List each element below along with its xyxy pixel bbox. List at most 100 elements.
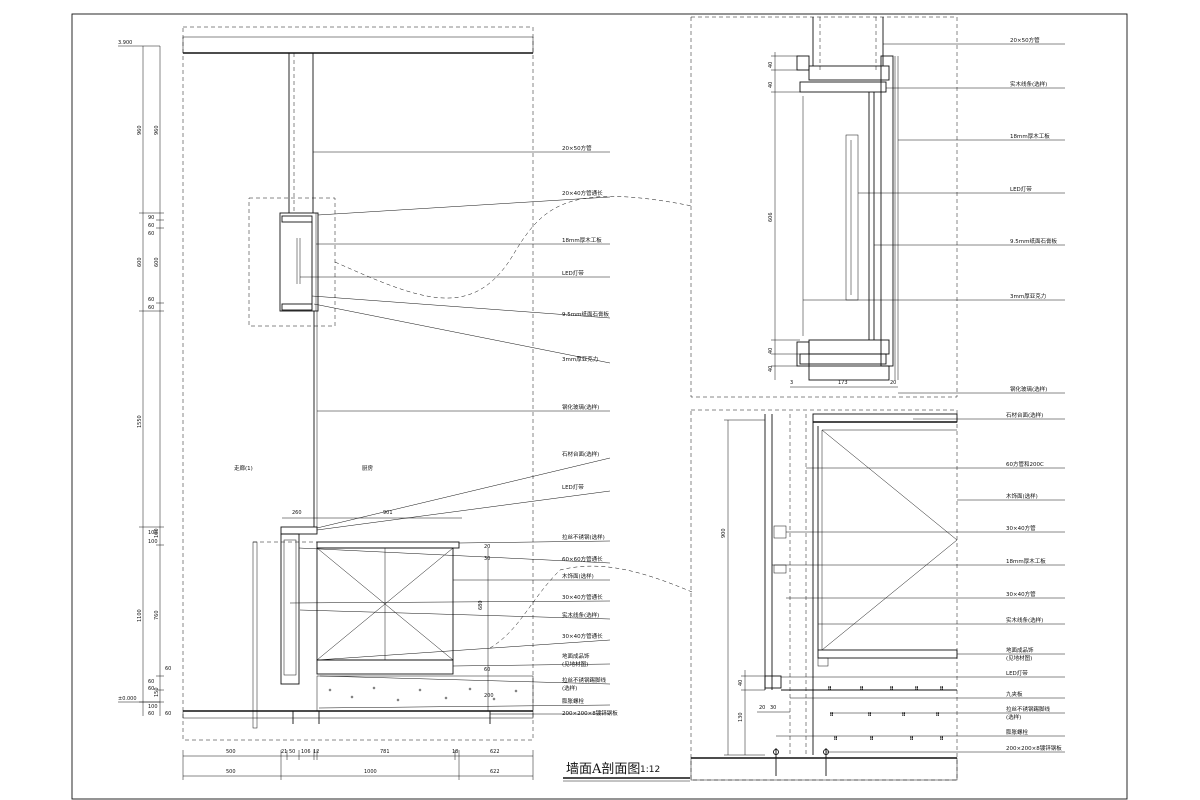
dim-200: 200 (484, 693, 494, 699)
ceiling-slab (182, 36, 534, 54)
dim-bottom2-1000: 1000 (364, 769, 377, 775)
label-db-4: 18mm厚木工板 (1006, 557, 1046, 565)
label-main-1: 20×40方管通长 (562, 189, 603, 197)
drawing-title: 墙面A剖面图 (566, 762, 640, 777)
dim-left-1550: 1550 (137, 415, 143, 428)
detail-top-leaders (803, 43, 1065, 394)
svg-text:⁝⁝: ⁝⁝ (936, 712, 940, 718)
dim-inner-100: 100 (154, 528, 160, 538)
drawing-scale: 1:12 (640, 765, 660, 775)
db-dim-20: 20 (759, 705, 765, 711)
dt-dim-40a: 40 (768, 62, 774, 68)
svg-text:⁝⁝: ⁝⁝ (890, 686, 894, 692)
dim-901: 901 (383, 510, 393, 516)
label-db-12: (选样) (1006, 713, 1021, 721)
label-db-13: 膨胀螺栓 (1006, 728, 1029, 736)
dt-dim-w20: 20 (890, 380, 896, 386)
dim-bottom-50: 50 (289, 749, 295, 755)
dim-bottom-21: 21 (281, 749, 287, 755)
dim-s-12: 60 (148, 686, 154, 692)
dt-dim-40c: 40 (768, 348, 774, 354)
dim-s-4: 90 (148, 215, 154, 221)
dim-left-1100: 1100 (137, 609, 143, 622)
dim-s-10: 100 (148, 539, 158, 545)
detail-top: 40 40 606 40 40 3 173 20 (690, 16, 958, 398)
dim-inner-760: 760 (154, 610, 160, 620)
label-db-5: 30×40方管 (1006, 590, 1036, 598)
sheet-border (71, 13, 1128, 800)
room-right-label: 厨房 (362, 464, 374, 472)
callout-curve-upper (334, 196, 693, 299)
level-ground: ±0.000 (118, 696, 137, 702)
dt-dim-w3: 3 (790, 380, 793, 386)
label-db-7: 地面成品饰 (1006, 646, 1034, 654)
dim-680: 680 (478, 600, 484, 610)
svg-text:⁝⁝: ⁝⁝ (915, 686, 919, 692)
svg-text:⁝⁝: ⁝⁝ (828, 686, 832, 692)
label-main-8: LED灯带 (562, 483, 584, 491)
label-main-13: 实木线条(选样) (562, 611, 599, 619)
main-leaders (289, 151, 611, 715)
detail-bottom-frame (690, 409, 958, 781)
svg-text:⁝⁝: ⁝⁝ (940, 686, 944, 692)
dim-60: 60 (484, 667, 490, 673)
light-box-detail-frame (248, 197, 336, 327)
dim-bottom2-622: 622 (490, 769, 500, 775)
detail-bottom-label-group: 石材台面(选样) 60方管和200C 木饰面(选样) 30×40方管 18mm厚… (1006, 411, 1062, 752)
svg-text:⁝⁝: ⁝⁝ (868, 712, 872, 718)
dim-inner-960: 960 (154, 125, 160, 135)
label-main-2: 18mm厚木工板 (562, 236, 602, 244)
dim-s-9: 100 (148, 530, 158, 536)
dim-bottom-781: 781 (380, 749, 390, 755)
main-section: 260 901 680 20 60 200 走廊(1) 厨房 3.900 ±0.… (118, 26, 690, 782)
label-main-5: 3mm厚亚克力 (562, 355, 598, 363)
dim-left-600: 600 (137, 257, 143, 267)
svg-text:⁝⁝: ⁝⁝ (902, 712, 906, 718)
label-db-2: 木饰面(选样) (1006, 492, 1038, 500)
label-db-3: 30×40方管 (1006, 524, 1036, 532)
dim-bottom-106: 106 (301, 749, 311, 755)
db-dim-130: 130 (738, 712, 744, 722)
dim-20: 20 (484, 544, 490, 550)
label-dt-6: 钢化玻璃(选样) (1010, 385, 1047, 393)
main-label-group: 20×50方管 20×40方管通长 18mm厚木工板 LED灯带 9.5mm纸面… (562, 144, 618, 717)
dim-s-5: 60 (148, 223, 154, 229)
floor-slab (182, 710, 534, 719)
detail-bottom: ⁝⁝⁝⁝ ⁝⁝⁝⁝ ⁝⁝ ⁝⁝⁝⁝ ⁝⁝⁝⁝ ⁝⁝⁝⁝ ⁝⁝⁝⁝ 900 40 … (690, 409, 958, 781)
label-dt-3: LED灯带 (1010, 185, 1032, 193)
svg-text:⁝⁝: ⁝⁝ (860, 686, 864, 692)
level-top: 3.900 (118, 40, 132, 46)
label-main-20: 200×200×8镀锌钢板 (562, 709, 618, 717)
label-main-18: (选样) (562, 684, 577, 692)
dim-260: 260 (292, 510, 302, 516)
label-db-6: 实木线条(选样) (1006, 616, 1043, 624)
dim-left-960: 960 (137, 125, 143, 135)
dim-inner-150: 150 (154, 687, 160, 697)
label-db-11: 拉丝不锈钢踢脚线 (1006, 705, 1051, 713)
svg-text:⁝⁝: ⁝⁝ (910, 736, 914, 742)
db-dim-900: 900 (721, 528, 727, 538)
label-dt-5: 3mm厚亚克力 (1010, 292, 1046, 300)
label-main-12: 30×40方管通长 (562, 593, 603, 601)
svg-text:⁝⁝: ⁝⁝ (830, 712, 834, 718)
dim-bottom-500: 500 (226, 749, 236, 755)
label-main-15: 地面成品饰 (562, 652, 590, 660)
dim-30: 30 (484, 556, 490, 562)
room-left-label: 走廊(1) (234, 464, 253, 472)
dim-bottom-622: 622 (490, 749, 500, 755)
label-main-16: (见地材图) (562, 660, 588, 668)
label-main-14: 30×40方管通长 (562, 632, 603, 640)
dim-bottom2-500: 500 (226, 769, 236, 775)
dim-i-6: 60 (165, 711, 171, 717)
label-db-9: LED灯带 (1006, 669, 1028, 677)
svg-text:⁝⁝: ⁝⁝ (834, 736, 838, 742)
dim-s-6: 60 (148, 231, 154, 237)
label-main-3: LED灯带 (562, 269, 584, 277)
detail-top-label-group: 20×50方管 实木线条(选样) 18mm厚木工板 LED灯带 9.5mm纸面石… (1010, 36, 1057, 393)
label-main-11: 木饰面(选样) (562, 572, 594, 580)
label-db-1: 60方管和200C (1006, 460, 1044, 468)
label-main-17: 拉丝不锈钢踢脚线 (562, 676, 607, 684)
detail-top-frame (690, 16, 958, 398)
svg-text:⁝⁝: ⁝⁝ (870, 736, 874, 742)
